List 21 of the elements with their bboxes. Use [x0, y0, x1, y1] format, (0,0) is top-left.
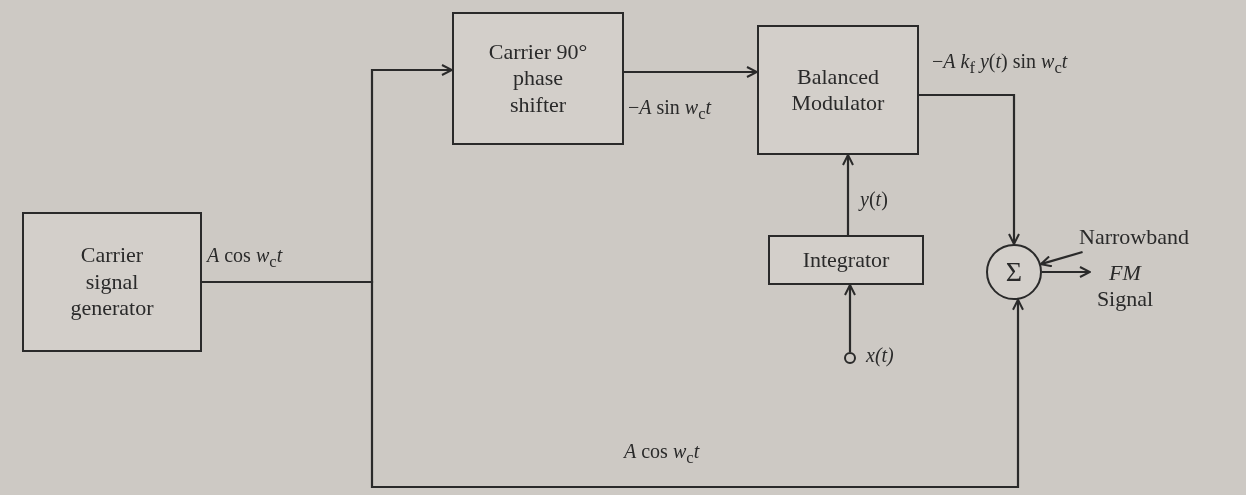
node-label: Integrator — [802, 246, 890, 274]
node-label: FM Signal — [1095, 259, 1155, 313]
process-box — [757, 25, 919, 155]
node-label: Carrier 90° phase shifter — [488, 38, 588, 119]
process-box — [22, 212, 202, 352]
edge-label: y(t) — [858, 188, 890, 211]
arrow — [842, 154, 854, 235]
summing-junction — [986, 244, 1042, 300]
arrow — [1042, 266, 1091, 278]
node-label: Balanced Modulator — [790, 63, 886, 117]
node-label: Narrowband — [1079, 223, 1189, 251]
sigma-symbol: Σ — [1005, 255, 1023, 289]
process-box — [452, 12, 624, 145]
node-label: Carrier signal generator — [69, 242, 155, 322]
process-box — [768, 235, 924, 285]
input-terminal — [844, 352, 856, 364]
signal-label: x(t) — [866, 344, 894, 367]
arrow — [844, 284, 856, 352]
leader-arrow — [1039, 250, 1083, 268]
arrow — [624, 66, 758, 78]
arrow — [919, 93, 1020, 245]
